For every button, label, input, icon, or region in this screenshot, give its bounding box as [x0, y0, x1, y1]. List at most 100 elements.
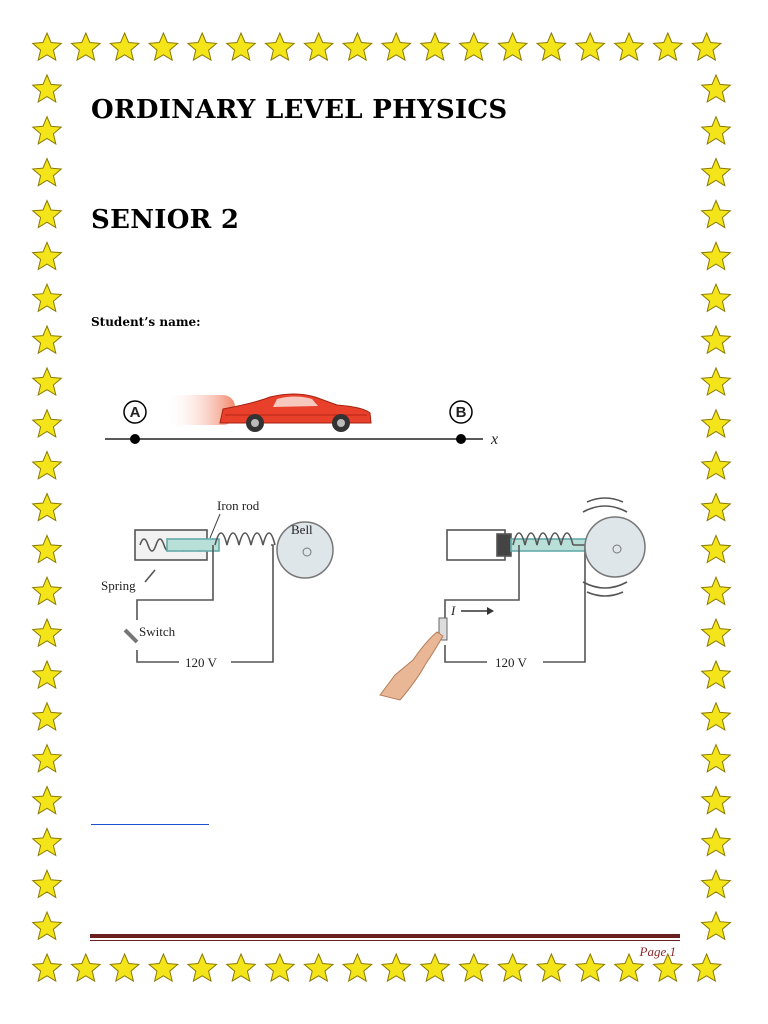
- star-icon: [186, 31, 218, 62]
- star-icon: [574, 952, 606, 983]
- star-icon: [70, 952, 102, 983]
- electric-bell-figure: Iron rod Bell Spring Switch 120 V I 120 …: [101, 497, 646, 701]
- star-icon: [31, 952, 63, 983]
- star-icon: [31, 73, 63, 104]
- current-label: I: [450, 603, 456, 618]
- star-icon: [700, 366, 732, 397]
- star-icon: [31, 575, 63, 606]
- grade-heading: SENIOR 2: [91, 205, 240, 235]
- bell-circuit-closed: [444, 497, 628, 663]
- star-icon: [700, 534, 732, 564]
- star-icon: [109, 952, 141, 983]
- star-icon: [700, 785, 732, 815]
- star-icon: [380, 952, 412, 983]
- star-icon: [700, 827, 732, 857]
- page-number: Page 1: [639, 944, 676, 959]
- star-icon: [31, 910, 63, 941]
- point-b-dot: [456, 434, 466, 444]
- spring-label: Spring: [101, 578, 136, 593]
- point-a-badge: [123, 400, 147, 424]
- star-icon: [691, 952, 723, 983]
- star-icon: [31, 31, 63, 62]
- star-icon: [186, 952, 218, 983]
- star-icon: [31, 408, 63, 438]
- star-icon: [691, 31, 723, 62]
- point-a-label: A: [130, 404, 141, 421]
- red-car: [219, 393, 372, 432]
- star-icon: [264, 952, 296, 983]
- star-icon: [613, 952, 645, 983]
- star-icon: [31, 324, 63, 355]
- star-icon: [700, 73, 732, 104]
- bell-dome-right: [584, 516, 646, 578]
- star-icon: [613, 31, 645, 62]
- star-icon: [31, 785, 63, 815]
- star-icon: [31, 282, 63, 313]
- star-icon: [700, 450, 732, 480]
- star-icon: [303, 31, 335, 62]
- star-icon: [31, 241, 63, 271]
- star-icon: [700, 241, 732, 271]
- star-icon: [31, 492, 63, 522]
- star-icon: [341, 952, 373, 983]
- car-motion-figure: A B x: [105, 393, 498, 448]
- point-a-dot: [130, 434, 140, 444]
- star-icon: [31, 827, 63, 857]
- hand-pressing-button-icon: [379, 617, 448, 701]
- footer-rule-thin: [90, 940, 680, 941]
- blank-hyperlink-line[interactable]: [91, 823, 209, 825]
- star-icon: [147, 31, 179, 62]
- star-icon: [574, 31, 606, 62]
- star-icon: [497, 31, 529, 62]
- voltage-left-label: 120 V: [185, 655, 218, 670]
- star-icon: [264, 31, 296, 62]
- bell-circuit-open: [123, 529, 276, 663]
- star-icon: [652, 952, 684, 983]
- star-icon: [419, 952, 451, 983]
- star-icon: [700, 701, 732, 732]
- star-icon: [31, 115, 63, 145]
- star-icon: [535, 31, 567, 62]
- iron-rod-label: Iron rod: [217, 498, 260, 513]
- star-icon: [31, 869, 63, 899]
- star-icon: [31, 199, 63, 229]
- bell-center-right: [612, 544, 622, 554]
- star-icon: [700, 617, 732, 648]
- iron-rod-pointer: [209, 513, 221, 539]
- star-icon: [497, 952, 529, 983]
- bell-dome-left: [276, 521, 334, 579]
- star-icon: [31, 450, 63, 480]
- star-icon: [700, 869, 732, 899]
- x-axis-label: x: [490, 431, 498, 448]
- star-icon: [31, 157, 63, 187]
- star-icon: [70, 31, 102, 62]
- star-icon: [700, 115, 732, 145]
- star-icon: [700, 743, 732, 773]
- star-icon: [109, 31, 141, 62]
- star-icon: [31, 534, 63, 564]
- star-icon: [31, 366, 63, 397]
- switch-label: Switch: [139, 624, 176, 639]
- star-icon: [31, 659, 63, 690]
- star-icon: [700, 282, 732, 313]
- star-icon: [700, 324, 732, 355]
- star-icon: [303, 952, 335, 983]
- star-icon: [419, 31, 451, 62]
- star-icon: [31, 701, 63, 732]
- document-title: ORDINARY LEVEL PHYSICS: [91, 95, 508, 125]
- point-b-label: B: [456, 404, 467, 421]
- star-icon: [700, 492, 732, 522]
- star-icon: [700, 199, 732, 229]
- footer-rule-thick: [90, 934, 680, 938]
- star-icon: [341, 31, 373, 62]
- star-icon: [700, 575, 732, 606]
- star-icon: [700, 157, 732, 187]
- star-icon: [225, 31, 257, 62]
- current-arrowhead: [487, 607, 494, 615]
- star-icon: [225, 952, 257, 983]
- student-name-label: Student’s name:: [91, 315, 201, 329]
- motion-blur: [165, 395, 235, 425]
- star-icon: [652, 31, 684, 62]
- star-icon: [147, 952, 179, 983]
- voltage-right-label: 120 V: [495, 655, 528, 670]
